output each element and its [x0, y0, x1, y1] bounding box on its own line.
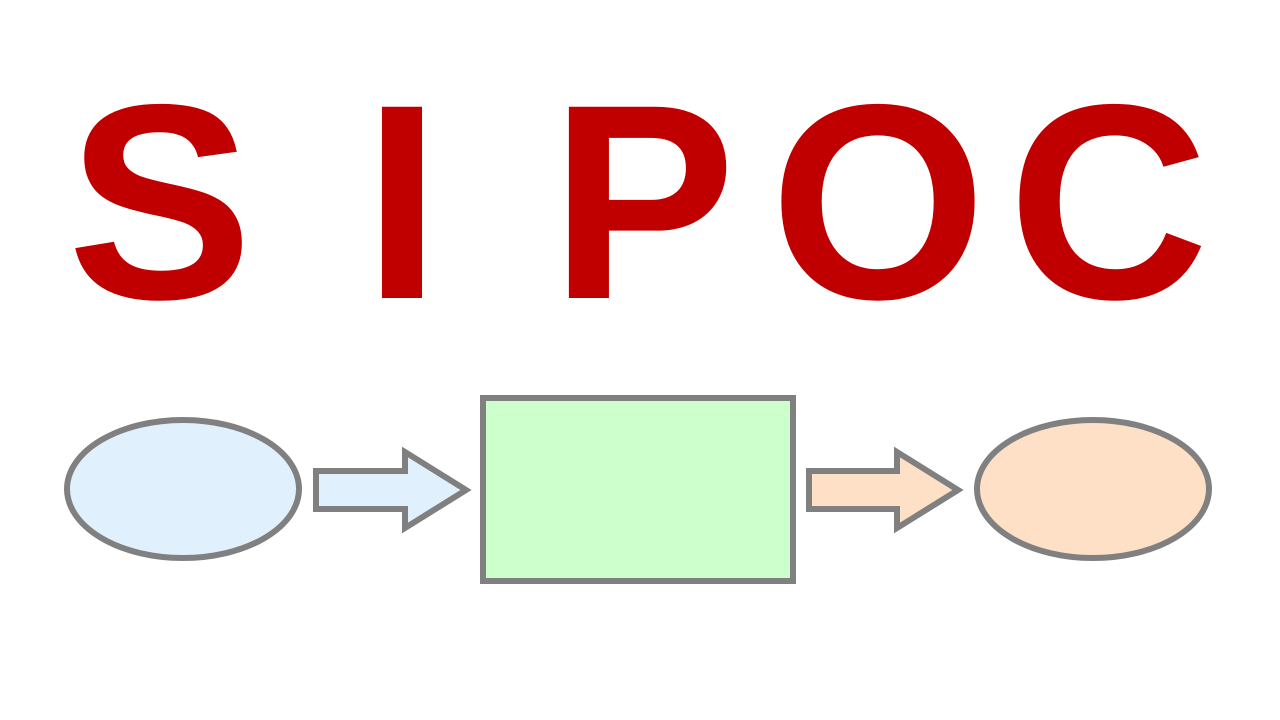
title-letter-c: C	[1008, 46, 1209, 357]
title-letter-o: O	[770, 46, 987, 357]
output-arrow	[806, 446, 964, 534]
customer-ellipse	[974, 417, 1212, 561]
title-letter-p: P	[550, 46, 736, 357]
process-box	[480, 395, 796, 584]
title-letter-i: I	[363, 46, 441, 357]
title-letter-s: S	[67, 46, 253, 357]
supplier-ellipse	[64, 417, 302, 561]
input-arrow	[313, 446, 472, 534]
